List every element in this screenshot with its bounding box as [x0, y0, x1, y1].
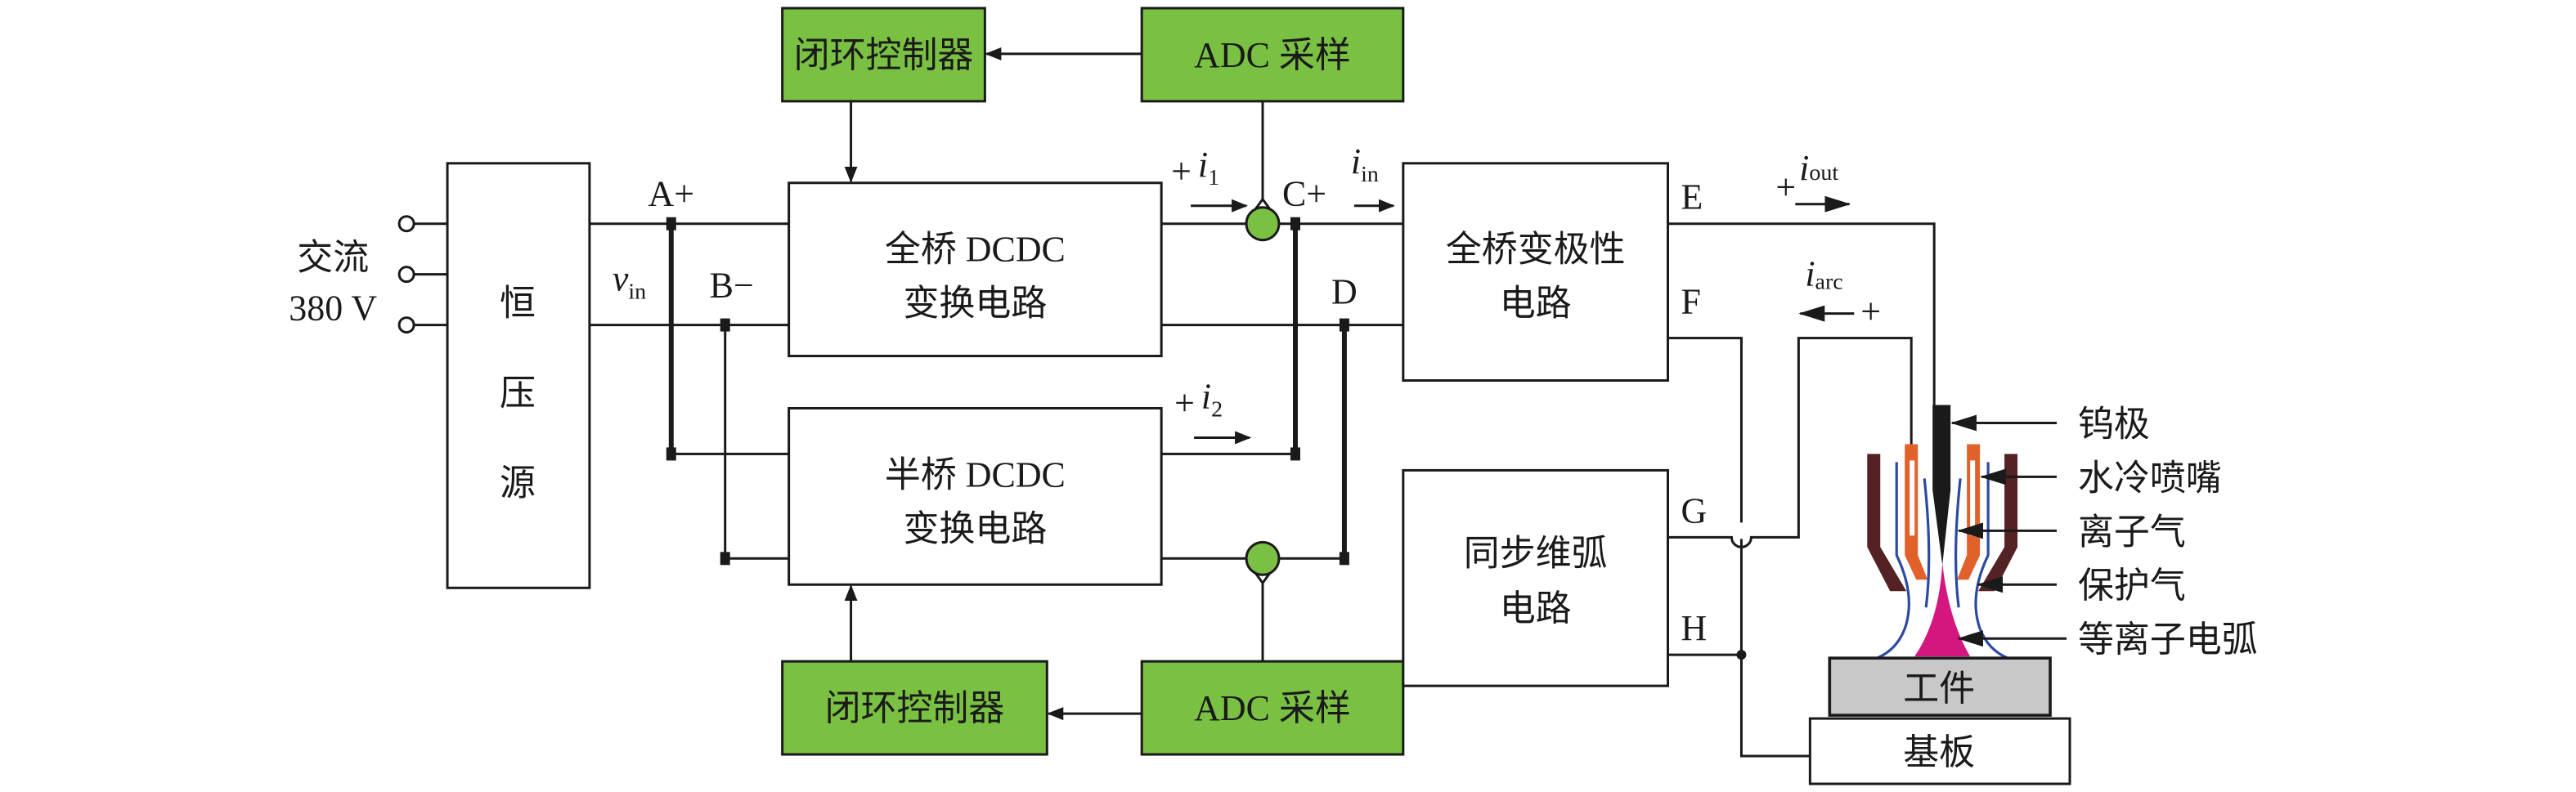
half-bridge-subtitle: 变换电路 — [904, 508, 1048, 548]
label-water-cooled-nozzle: 水冷喷嘴 — [2078, 458, 2222, 498]
cv-source-char-3: 源 — [500, 463, 536, 503]
arc-sustain-subtitle: 电路 — [1500, 588, 1572, 629]
constant-voltage-source-box — [446, 162, 591, 589]
i2-label: +i2 — [1174, 376, 1223, 423]
bottom-adc-sampling — [1140, 660, 1405, 756]
water-cooled-nozzle-right — [1957, 444, 1981, 580]
bottom-adc-label: ADC 采样 — [1194, 688, 1351, 728]
label-shield-gas: 保护气 — [2078, 566, 2186, 606]
label-plasma-gas: 离子气 — [2078, 512, 2186, 552]
arc-sustaining-circuit-box — [1402, 468, 1670, 687]
half-bridge-title: 半桥 DCDC — [885, 454, 1066, 494]
node-h-label: H — [1681, 608, 1708, 648]
water-cooled-nozzle-left — [1905, 444, 1928, 580]
full-bridge-dcdc-box — [788, 181, 1163, 358]
node-f-label: F — [1681, 282, 1701, 322]
workpiece — [1828, 656, 2052, 717]
iout-label: +iout — [1775, 148, 1838, 208]
tungsten-electrode — [1932, 405, 1951, 566]
iin-label: iin — [1351, 141, 1379, 187]
full-bridge-title: 全桥 DCDC — [885, 230, 1066, 270]
ac-input-label: 交流 — [297, 238, 369, 278]
node-b-label: B− — [710, 266, 754, 306]
top-adc-label: ADC 采样 — [1194, 35, 1351, 75]
plasma-gas-flow — [1923, 478, 1962, 608]
ac-terminals — [397, 215, 448, 334]
top-current-sensor — [1245, 198, 1281, 242]
cv-source-char-2: 压 — [500, 373, 536, 413]
plasma-torch: 工件 基板 — [1808, 405, 2071, 785]
shield-gas-flow — [1876, 462, 2008, 660]
bottom-current-sensor — [1245, 540, 1281, 584]
polarity-circuit-subtitle: 电路 — [1500, 284, 1572, 324]
node-g-label: G — [1681, 490, 1708, 530]
outer-nozzle-right — [1978, 454, 2018, 592]
node-d-label: D — [1331, 272, 1358, 312]
node-a-label: A+ — [648, 174, 695, 214]
torch-label-arrows — [1950, 414, 2067, 647]
top-closed-loop-controller — [781, 7, 986, 103]
base-plate — [1808, 717, 2071, 785]
full-bridge-subtitle: 变换电路 — [904, 284, 1048, 324]
label-tungsten-electrode: 钨极 — [2078, 404, 2150, 444]
vin-label: vin — [613, 259, 646, 305]
half-bridge-dcdc-box — [788, 406, 1163, 586]
node-c-label: C+ — [1282, 174, 1326, 214]
bottom-closed-loop-controller — [781, 660, 1048, 756]
node-e-label: E — [1681, 177, 1703, 217]
base-plate-label: 基板 — [1903, 732, 1975, 772]
polarity-circuit-title: 全桥变极性 — [1446, 230, 1626, 270]
workpiece-label: 工件 — [1903, 669, 1975, 709]
iarc-label: iarc — [1805, 254, 1842, 295]
ac-voltage-label: 380 V — [289, 289, 377, 329]
top-adc-sampling — [1140, 7, 1405, 103]
dc-bus-wires — [589, 217, 789, 566]
iarc-sign: + — [1860, 292, 1881, 332]
bottom-controller-label: 闭环控制器 — [825, 688, 1005, 728]
converter-output-wires — [1161, 101, 1403, 662]
top-controller-label: 闭环控制器 — [794, 35, 974, 75]
torch-wires — [1667, 222, 1936, 758]
variable-polarity-circuit-box — [1402, 162, 1670, 383]
arc-sustain-title: 同步维弧 — [1464, 533, 1608, 573]
plasma-arc — [1914, 563, 1971, 657]
outer-nozzle-left — [1867, 454, 1907, 592]
label-plasma-arc: 等离子电弧 — [2078, 620, 2258, 660]
i1-label: +i1 — [1171, 145, 1219, 191]
cv-source-char-1: 恒 — [500, 284, 536, 324]
